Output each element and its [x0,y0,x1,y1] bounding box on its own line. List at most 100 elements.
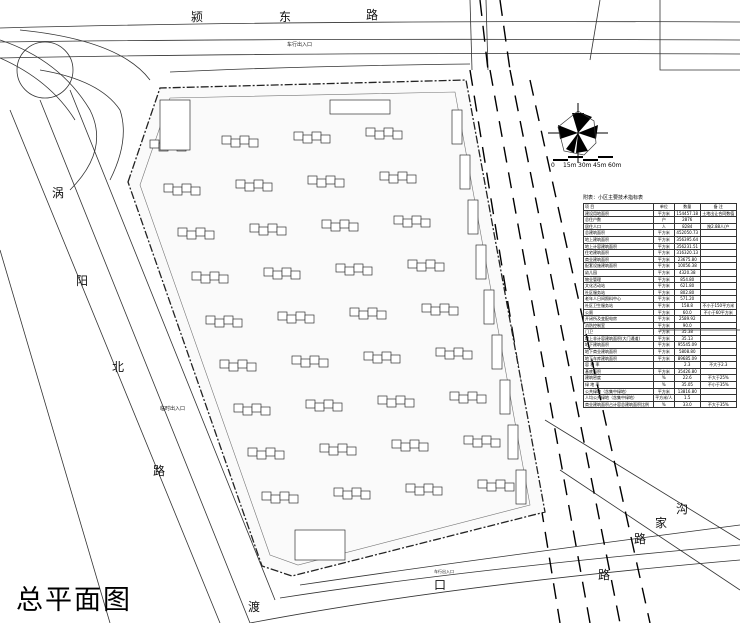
table-cell: 356231.51 [673,242,701,251]
residential-building [265,447,276,457]
north-road-label: 路 [366,8,379,22]
residential-building [444,350,455,360]
scale-tick: 0 [551,162,555,169]
ramp-loop [16,41,74,99]
side-building [491,334,503,370]
side-building [451,109,463,145]
residential-building [325,175,336,185]
scale-tick: 60m [608,162,622,169]
residential-building [181,183,192,193]
table-cell: 2876 [673,216,701,224]
residential-building [320,134,331,144]
west-road-edge [39,99,251,623]
side-building [507,424,519,460]
residential-building [486,482,497,492]
residential-building [274,450,285,460]
residential-building [260,406,271,416]
residential-building [504,482,515,492]
table-cell: 平方米 [652,341,675,350]
table-cell: 人 [652,222,675,231]
west-road-label: 阳 [76,274,89,288]
residential-building [363,351,374,361]
table-cell: 35426.80 [673,367,701,376]
table-cell: 平方米 [652,209,675,218]
table-cell: 公共绿地（含集中绿地） [583,387,654,396]
residential-building [209,271,220,281]
residential-building [362,266,373,276]
table-cell [699,235,738,244]
table-cell: 备 注 [699,203,738,211]
residential-building [351,487,362,497]
table-cell: 158.8 [673,301,701,310]
site-boundary [127,79,546,577]
table-cell: 地上计容建筑面积 [583,242,654,251]
table-cell: 35.13 [673,334,701,343]
southeast-road-edge [559,469,740,591]
expressway-lane [489,69,591,623]
residential-building [302,134,313,144]
table-cell: 平方米 [652,348,675,356]
residential-building [190,186,201,196]
table-cell: 平方米 [652,354,675,363]
residential-building [172,186,183,196]
residential-building [462,350,473,360]
residential-building [263,267,274,277]
residential-building [339,219,350,229]
residential-building [405,483,416,493]
residential-building [281,267,292,277]
table-cell [652,361,675,369]
residential-building [247,447,258,457]
residential-building [272,270,283,280]
residential-building [279,491,290,501]
residential-building [453,347,464,357]
residential-building [248,138,259,148]
residential-building [434,262,445,272]
residential-building [376,310,387,320]
southeast-road-label: 路 [634,532,647,546]
table-cell: 社区卫生服务站 [583,301,654,310]
residential-building [344,266,355,276]
residential-building [191,271,202,281]
table-cell: 316320.13 [673,249,701,257]
table-cell: 户 [652,216,675,224]
table-cell: 平方米 [652,315,675,323]
table-cell: % [652,374,675,383]
residential-building [381,351,392,361]
residential-building [330,222,341,232]
residential-building [425,259,436,269]
scale-tick: 45m [593,162,607,169]
scale-tick: 15m [563,162,577,169]
residential-building [333,487,344,497]
north-entrance-label: 车行出入口 [287,42,313,48]
residential-building [246,362,257,372]
residential-building [149,139,160,149]
residential-building [242,406,253,416]
north-road-edge [0,53,740,59]
table-cell: 5808.80 [673,348,701,356]
table-cell: % [652,400,675,409]
table-cell: 154457.18 [673,209,701,218]
table-cell: 物业管理 [583,275,654,284]
north-arrow-icon [548,103,608,163]
residential-building [276,226,287,236]
residential-building [435,347,446,357]
residential-building [458,394,469,404]
table-cell: 人均公共绿地（含集中绿地） [583,394,654,402]
table-cell: 单位 [652,203,675,211]
table-cell: 商业建筑面积占计容总建筑面积比例 [583,400,654,409]
residential-building [402,218,413,228]
residential-building [490,438,501,448]
residential-building [293,131,304,141]
